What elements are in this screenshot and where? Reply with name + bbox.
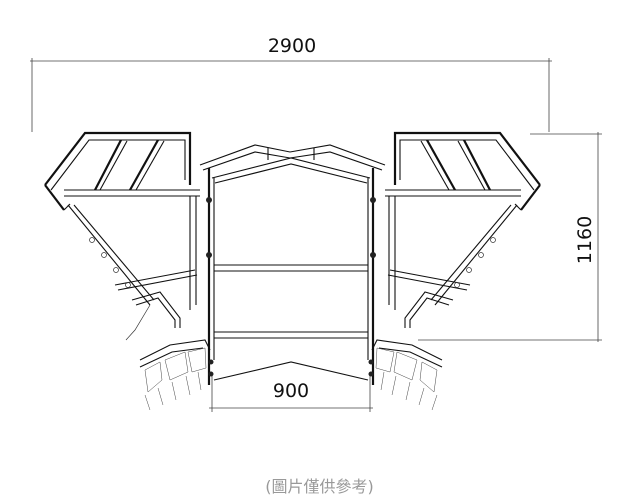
- overall-width-label: 2900: [268, 35, 316, 57]
- left-roof-flashing: [139, 339, 211, 411]
- roof-pitch-lines: [213, 361, 369, 381]
- central-shaft: [199, 144, 386, 385]
- overall-width-dimension: 2900: [30, 35, 552, 132]
- reference-caption: (圖片僅供參考): [265, 477, 374, 496]
- height-label: 1160: [574, 216, 596, 264]
- right-louver-housing: [385, 131, 541, 328]
- opening-width-label: 900: [273, 380, 309, 402]
- height-dimension: 1160: [418, 132, 602, 342]
- opening-width-dimension: 900: [209, 375, 373, 412]
- right-roof-flashing: [371, 339, 443, 411]
- left-louver-housing: [44, 131, 200, 341]
